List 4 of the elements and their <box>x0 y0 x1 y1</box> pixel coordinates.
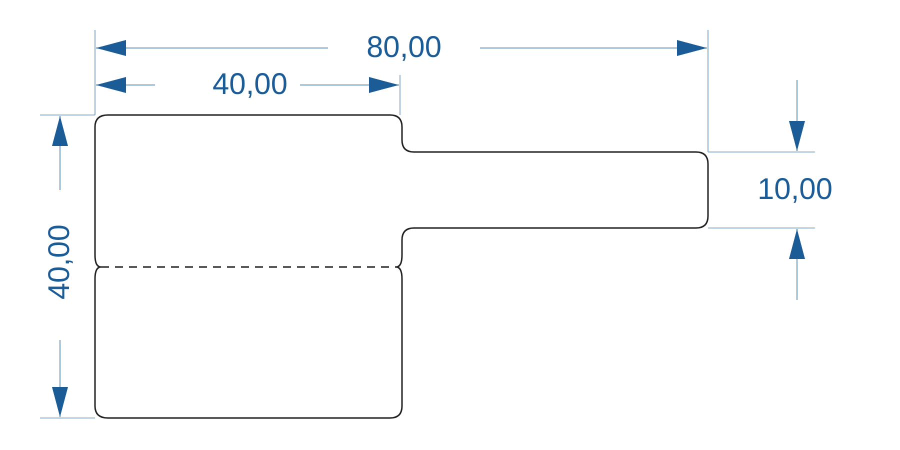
dimension-label: 40,00 <box>43 224 77 300</box>
dimension-label: 40,00 <box>212 68 288 102</box>
dimension-label: 10,00 <box>757 173 833 207</box>
dimension-label: 80,00 <box>366 31 442 65</box>
